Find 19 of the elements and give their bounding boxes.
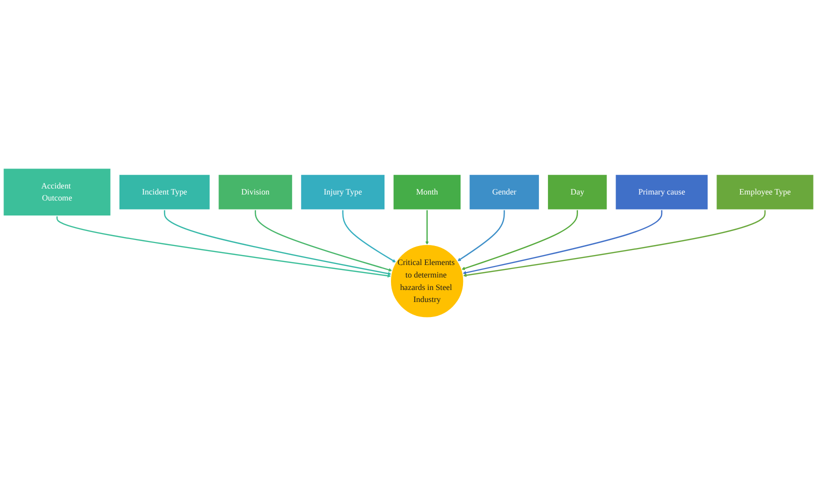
node-box: Injury Type xyxy=(300,174,386,210)
node-box: Division xyxy=(218,174,293,210)
arrow xyxy=(254,210,392,272)
arrow xyxy=(462,210,662,274)
arrow xyxy=(342,210,396,262)
node-box: Day xyxy=(547,174,608,210)
node-box: Employee Type xyxy=(716,174,814,210)
arrow xyxy=(425,210,429,245)
arrow xyxy=(463,210,766,278)
node-box: Accident Outcome xyxy=(2,168,112,216)
arrow xyxy=(462,210,578,270)
node-box: Gender xyxy=(468,174,540,210)
node-box: Primary cause xyxy=(614,174,708,210)
node-circle: Critical Elements to determine hazards in Steel Industry xyxy=(390,244,464,318)
arrow xyxy=(56,216,392,278)
node-box: Incident Type xyxy=(118,174,210,210)
node-box: Month xyxy=(392,174,462,210)
arrow xyxy=(164,210,392,276)
arrow xyxy=(457,210,505,262)
